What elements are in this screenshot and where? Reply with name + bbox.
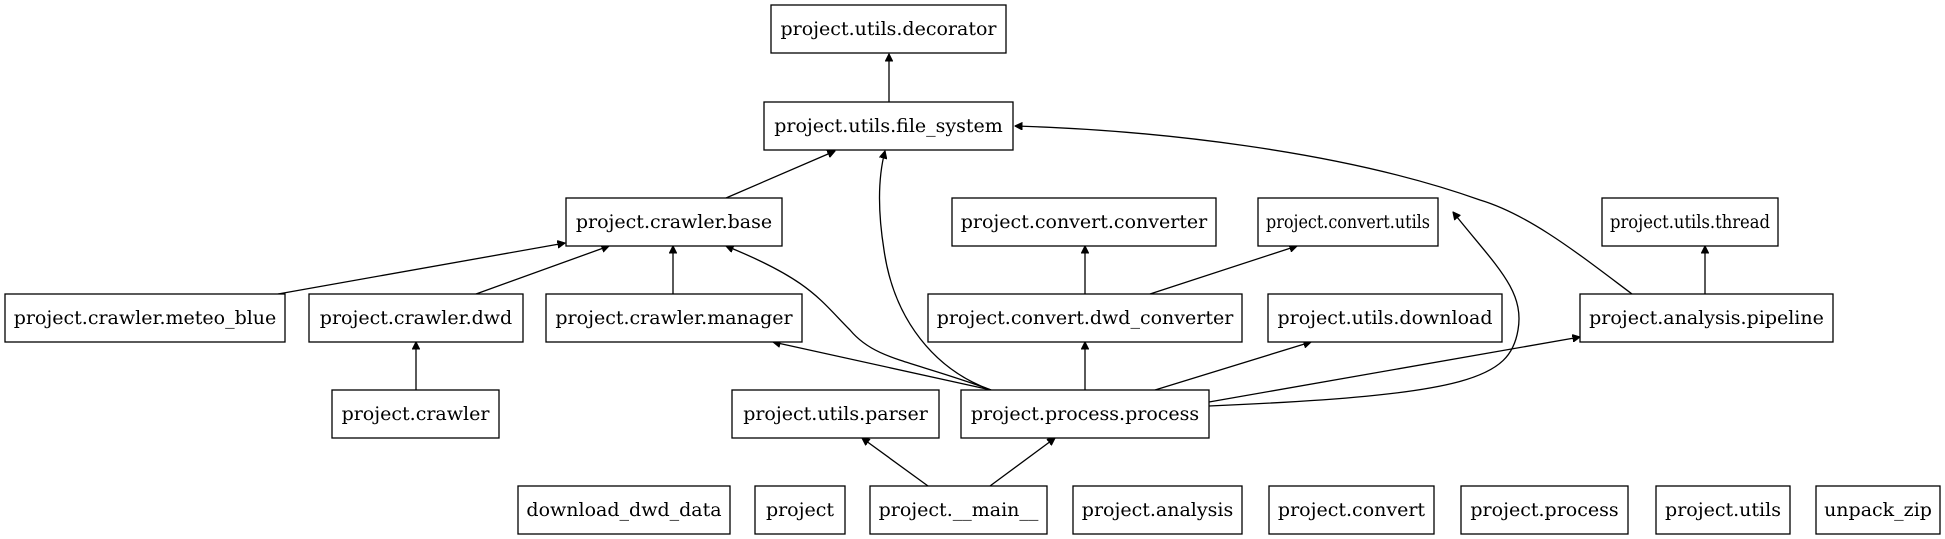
node-label: project.crawler <box>342 403 491 425</box>
node-box <box>1601 197 1779 247</box>
node-dwd-converter: project.convert.dwd_converter <box>927 293 1243 343</box>
node-label: project.utils.file_system <box>774 115 1003 137</box>
node-label: project.crawler.manager <box>555 307 793 329</box>
node-utils-parser: project.utils.parser <box>731 389 940 439</box>
node-box <box>565 197 783 247</box>
node-analysis: project.analysis <box>1072 485 1243 535</box>
node-label: project.utils.parser <box>743 403 929 425</box>
node-crawler-manager: project.crawler.manager <box>545 293 803 343</box>
node-process-process: project.process.process <box>960 389 1210 439</box>
node-label: project.analysis <box>1082 499 1233 521</box>
node-box <box>869 485 1048 535</box>
edge-line <box>1208 337 1580 403</box>
node-label: project <box>766 499 834 521</box>
node-box <box>731 389 940 439</box>
edge-crawler_dwd-to-crawler_base <box>475 246 609 295</box>
node-project: project <box>754 485 846 535</box>
node-label: project.crawler.meteo_blue <box>14 307 277 329</box>
edge-process_process-to-crawler_base <box>726 246 992 391</box>
edge-main-to-utils_parser <box>862 438 929 487</box>
node-label: project.utils <box>1665 499 1781 521</box>
node-convert-converter: project.convert.converter <box>951 197 1217 247</box>
node-label: project.convert.converter <box>961 211 1208 233</box>
edge-line <box>1149 246 1297 295</box>
node-label: project.convert.utils <box>1266 211 1430 233</box>
node-utils-download: project.utils.download <box>1267 293 1503 343</box>
node-box <box>1267 293 1503 343</box>
edge-process_process-to-crawler_manager <box>773 342 992 391</box>
node-box <box>1257 197 1439 247</box>
node-label: project.analysis.pipeline <box>1589 307 1824 329</box>
edge-main-to-process_process <box>989 438 1055 487</box>
edge-line <box>989 438 1055 487</box>
node-box <box>545 293 803 343</box>
node-box <box>770 4 1007 54</box>
node-download-dwd-data: download_dwd_data <box>517 485 731 535</box>
node-crawler-base: project.crawler.base <box>565 197 783 247</box>
node-meteo-blue: project.crawler.meteo_blue <box>4 293 286 343</box>
node-label: project.crawler.dwd <box>320 307 512 329</box>
edge-process_process-to-utils_download <box>1154 342 1311 391</box>
node-utils: project.utils <box>1655 485 1791 535</box>
node-label: project.__main__ <box>879 499 1039 521</box>
edge-line <box>726 246 992 391</box>
node-main: project.__main__ <box>869 485 1048 535</box>
edge-line <box>773 342 992 391</box>
node-label: project.convert.dwd_converter <box>937 307 1235 329</box>
edge-process_process-to-convert_utils <box>1208 212 1520 407</box>
node-process: project.process <box>1460 485 1629 535</box>
node-box <box>4 293 286 343</box>
node-box <box>308 293 524 343</box>
edge-line <box>277 243 565 295</box>
node-box <box>1815 485 1941 535</box>
edge-meteo_blue-to-crawler_base <box>277 243 565 295</box>
node-label: unpack_zip <box>1824 499 1932 521</box>
edge-process_process-to-file_system <box>878 151 992 391</box>
node-decorator: project.utils.decorator <box>770 4 1007 54</box>
edge-analysis_pipeline-to-file_system <box>1015 126 1633 295</box>
node-box <box>763 101 1014 151</box>
node-label: project.utils.download <box>1277 307 1492 329</box>
node-convert: project.convert <box>1268 485 1435 535</box>
edge-process_process-to-analysis_pipeline <box>1208 337 1580 403</box>
node-box <box>1460 485 1629 535</box>
node-label: project.convert <box>1278 499 1426 521</box>
node-label: project.crawler.base <box>576 211 772 233</box>
node-crawler: project.crawler <box>331 389 500 439</box>
edges-layer <box>277 54 1705 487</box>
node-label: project.process <box>1470 499 1618 521</box>
node-box <box>754 485 846 535</box>
edge-line <box>1015 126 1633 295</box>
node-unpack-zip: unpack_zip <box>1815 485 1941 535</box>
node-box <box>927 293 1243 343</box>
node-label: project.process.process <box>971 403 1199 425</box>
node-utils-thread: project.utils.thread <box>1601 197 1779 247</box>
edge-line <box>475 246 609 295</box>
node-file-system: project.utils.file_system <box>763 101 1014 151</box>
nodes-layer: project.utils.decorator project.utils.fil… <box>4 4 1941 535</box>
edge-line <box>862 438 929 487</box>
node-box <box>1655 485 1791 535</box>
edge-dwd_converter-to-convert_utils <box>1149 246 1297 295</box>
edge-line <box>1154 342 1311 391</box>
node-box <box>517 485 731 535</box>
edge-line <box>725 151 835 199</box>
node-box <box>1268 485 1435 535</box>
node-label: project.utils.thread <box>1610 211 1770 233</box>
node-box <box>1579 293 1834 343</box>
node-crawler-dwd: project.crawler.dwd <box>308 293 524 343</box>
node-convert-utils: project.convert.utils <box>1257 197 1439 247</box>
node-box <box>960 389 1210 439</box>
node-box <box>331 389 500 439</box>
edge-crawler_base-to-file_system <box>725 151 835 199</box>
edge-line <box>1208 212 1520 407</box>
node-analysis-pipeline: project.analysis.pipeline <box>1579 293 1834 343</box>
edge-line <box>878 151 992 391</box>
node-box <box>951 197 1217 247</box>
node-label: project.utils.decorator <box>780 18 997 40</box>
node-label: download_dwd_data <box>526 499 721 521</box>
node-box <box>1072 485 1243 535</box>
